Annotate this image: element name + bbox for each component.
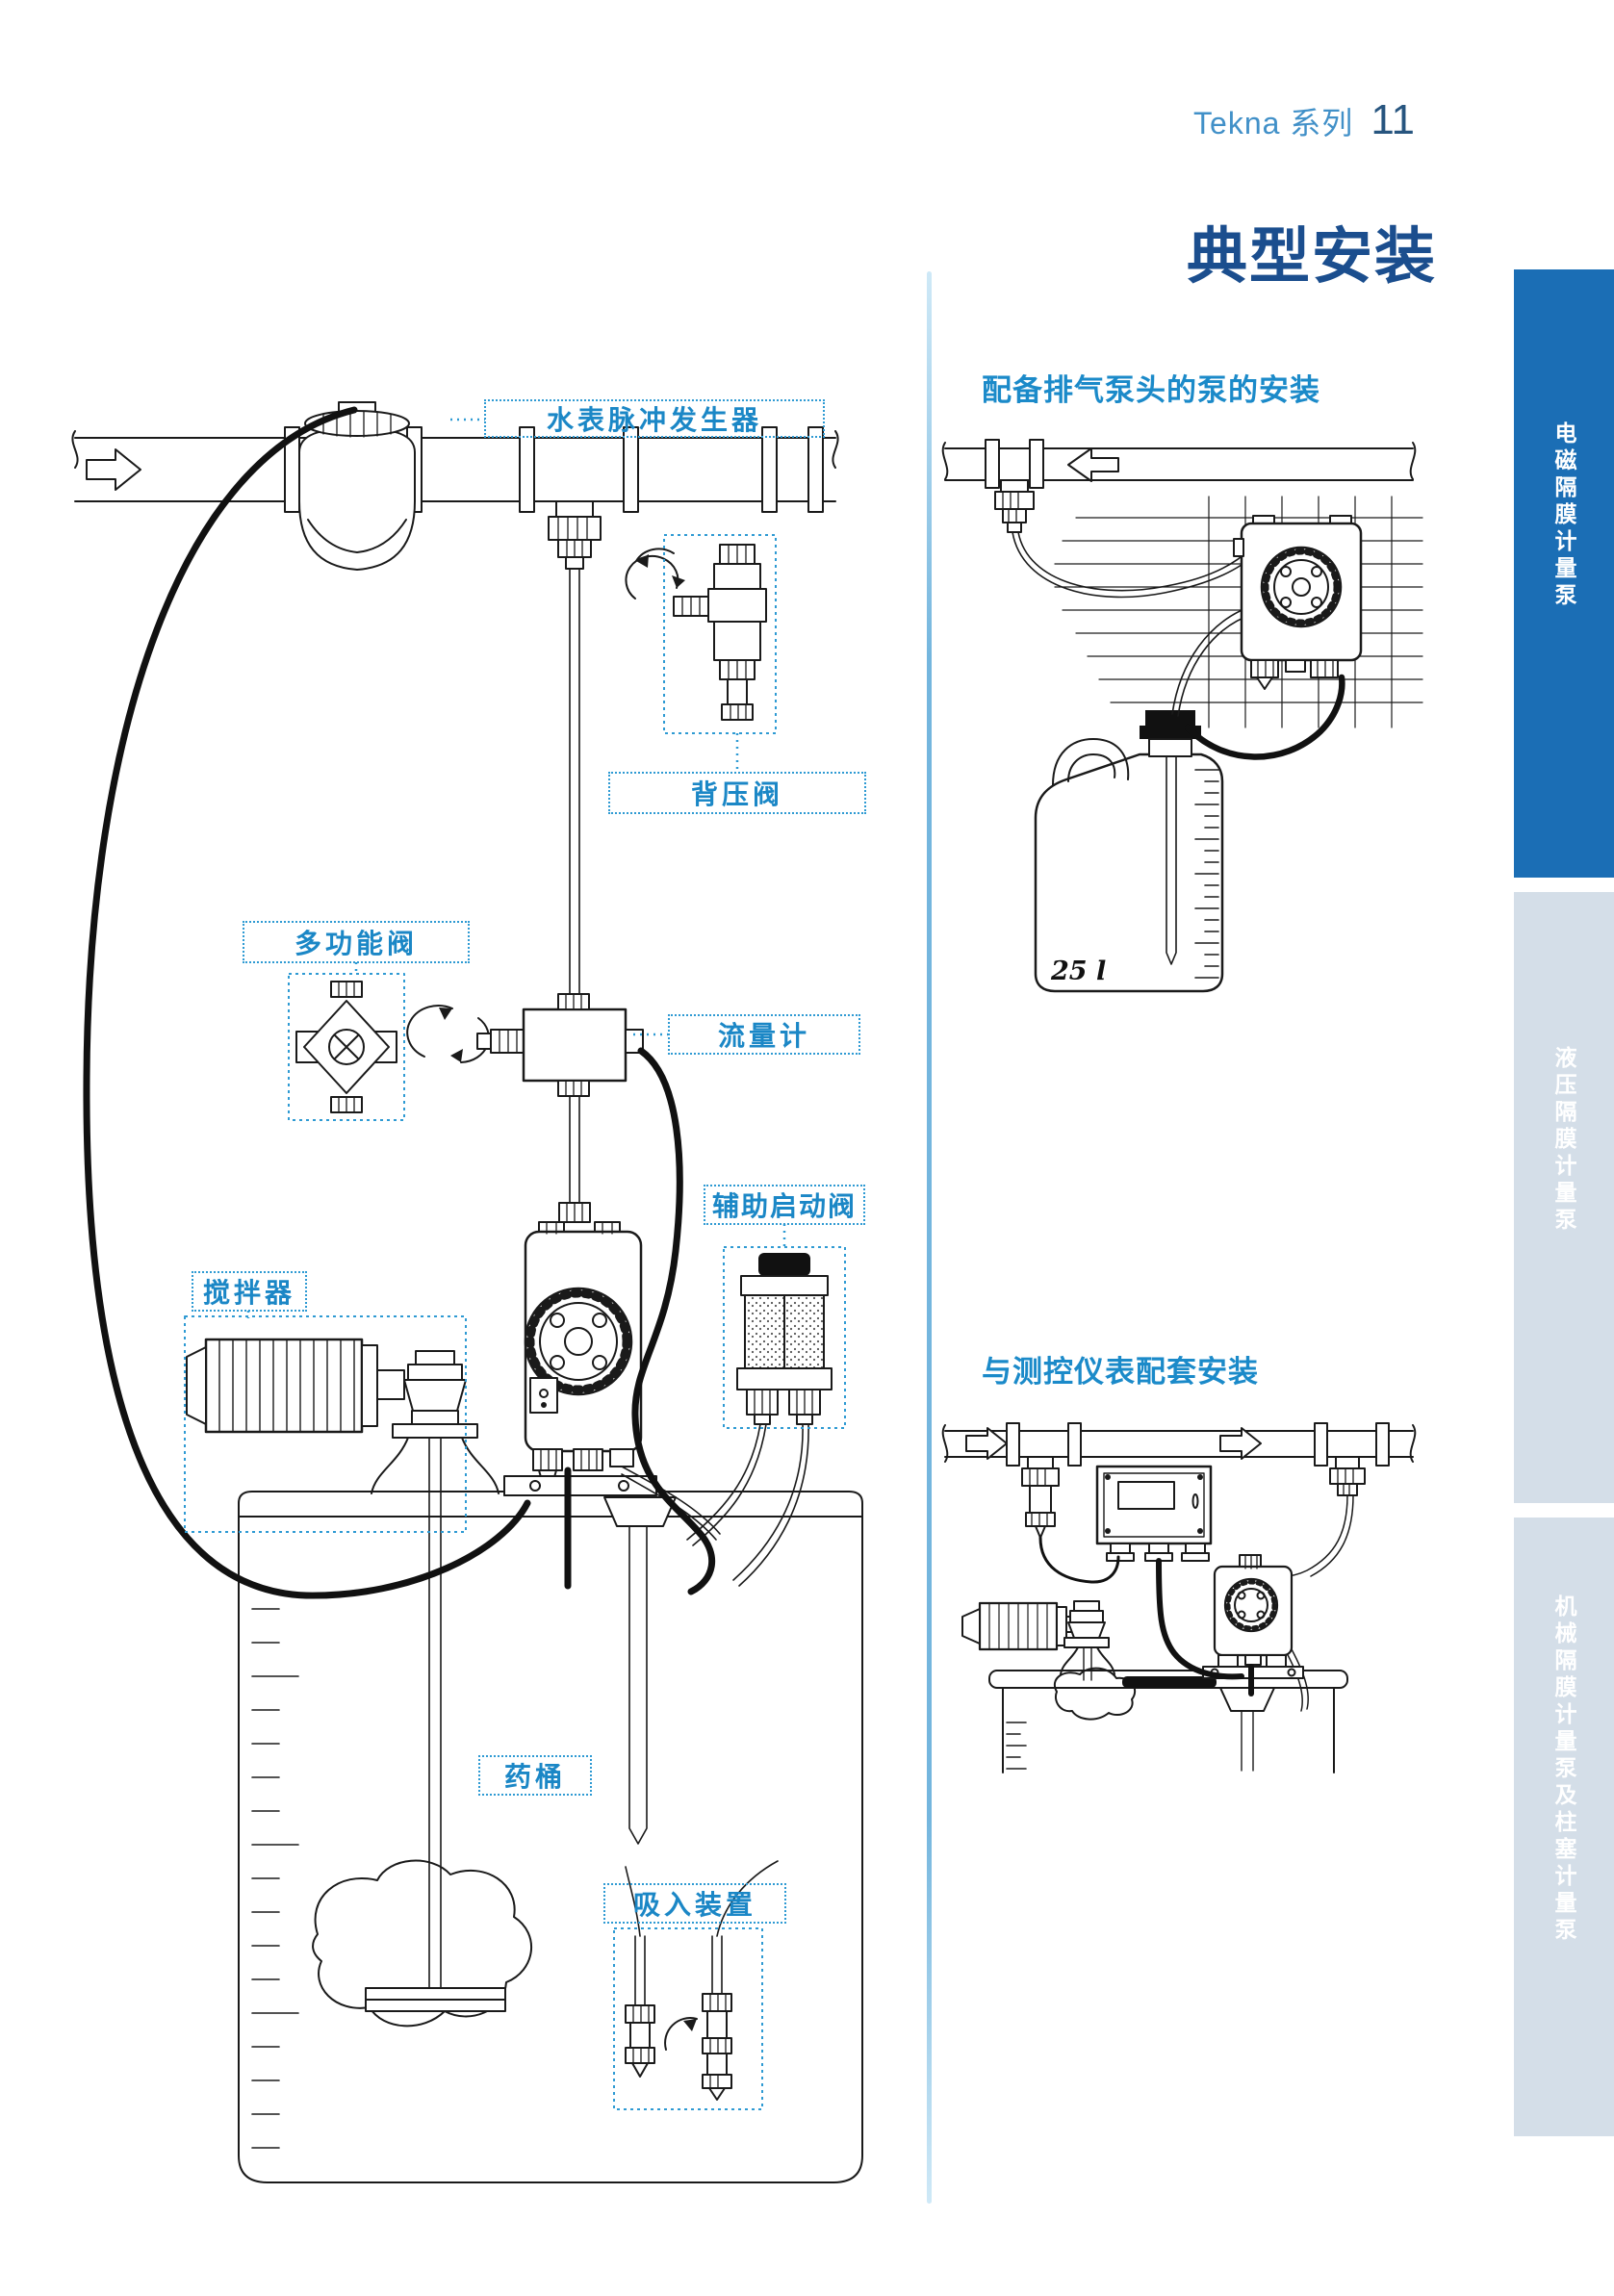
suction-device-box xyxy=(613,1927,763,2110)
sidebar-tab-label: 机械隔膜计量泵及柱塞计量泵 xyxy=(1551,1594,1576,1945)
flow-meter-glyph xyxy=(476,993,644,1212)
aux-start-valve-box xyxy=(723,1246,846,1429)
controller-glyph xyxy=(1095,1465,1213,1562)
label-back-pressure-valve: 背压阀 xyxy=(608,772,866,814)
rotate-arrow-icon xyxy=(664,2017,698,2051)
agitator-glyph xyxy=(186,1338,500,1989)
back-pressure-valve-glyph xyxy=(625,544,767,721)
water-pipe xyxy=(941,439,1417,489)
column-divider xyxy=(927,271,932,2204)
probe-cable xyxy=(1184,674,1345,760)
label-agitator: 搅拌器 xyxy=(192,1271,307,1312)
flow-arrow-icon xyxy=(1219,1427,1262,1460)
injection-valve xyxy=(1329,1456,1366,1496)
section-title-degassing: 配备排气泵头的泵的安装 xyxy=(982,373,1320,407)
label-multifunction-valve: 多功能阀 xyxy=(243,921,470,963)
water-pipe xyxy=(71,426,839,513)
flow-arrow-icon xyxy=(965,1427,1008,1460)
page-header: Tekna 系列 11 xyxy=(1193,96,1415,144)
tank-capacity-label: 25 l xyxy=(1051,957,1107,986)
suction-lance-funnel xyxy=(1219,1687,1275,1712)
dosing-pump-glyph xyxy=(1202,1554,1304,1679)
agitator-glyph xyxy=(961,1600,1137,1721)
aux-start-valve-glyph xyxy=(736,1253,833,1425)
label-flow-meter: 流量计 xyxy=(668,1014,860,1055)
carboy-25l-glyph xyxy=(1034,710,1224,993)
pump-shelf-bar xyxy=(1122,1676,1217,1688)
label-water-meter-pulse-generator: 水表脉冲发生器 xyxy=(484,399,825,438)
sidebar-tab-hydraulic-diaphragm-pumps[interactable]: 液压隔膜计量泵 xyxy=(1514,892,1614,1503)
water-meter-glyph xyxy=(298,401,416,571)
instrumentation-diagram xyxy=(941,1422,1417,1773)
sidebar-tab-mechanical-diaphragm-plunger-pumps[interactable]: 机械隔膜计量泵及柱塞计量泵 xyxy=(1514,1518,1614,2136)
degassing-head-diagram xyxy=(941,439,1423,993)
rotate-arrows-icon xyxy=(625,548,685,600)
flow-arrow-icon xyxy=(1067,447,1119,482)
sidebar-tab-label: 液压隔膜计量泵 xyxy=(1551,1045,1576,1235)
multifunction-valve-glyph xyxy=(295,981,490,1113)
injection-tee xyxy=(548,500,602,995)
section-title-instrumentation: 与测控仪表配套安装 xyxy=(982,1355,1259,1389)
suction-device-glyph xyxy=(625,1935,732,2101)
probe-holder xyxy=(1021,1456,1060,1539)
level-probe-cable xyxy=(1156,1558,1244,1680)
controller-display xyxy=(1117,1481,1175,1510)
liquid-splash xyxy=(312,1859,533,2028)
back-pressure-valve-box xyxy=(663,534,777,734)
multifunction-valve-box xyxy=(288,973,405,1121)
injection-fitting xyxy=(994,479,1035,533)
flow-arrow-icon xyxy=(86,448,141,491)
page-title: 典型安装 xyxy=(1187,223,1437,291)
pulse-signal-cable xyxy=(83,406,716,1599)
agitator-box xyxy=(184,1315,467,1533)
label-chemical-tank: 药桶 xyxy=(478,1755,592,1796)
page-number: 11 xyxy=(1371,96,1415,143)
liquid-splash xyxy=(1054,1667,1137,1721)
water-pipe xyxy=(941,1422,1417,1467)
label-aux-start-valve: 辅助启动阀 xyxy=(704,1185,865,1225)
sidebar-tab-solenoid-diaphragm-pumps[interactable]: 电磁隔膜计量泵 xyxy=(1514,269,1614,878)
dosing-pump-glyph xyxy=(503,1202,657,1496)
series-name: Tekna 系列 xyxy=(1193,106,1354,140)
component-callout-boxes xyxy=(184,534,846,2110)
dosing-pump-glyph xyxy=(1233,515,1363,690)
label-suction-device: 吸入装置 xyxy=(603,1883,786,1924)
sidebar-tab-label: 电磁隔膜计量泵 xyxy=(1551,421,1576,610)
probe-cable xyxy=(1038,1536,1120,1584)
main-installation-diagram xyxy=(71,401,863,2183)
suction-lance-funnel xyxy=(603,1496,677,1527)
